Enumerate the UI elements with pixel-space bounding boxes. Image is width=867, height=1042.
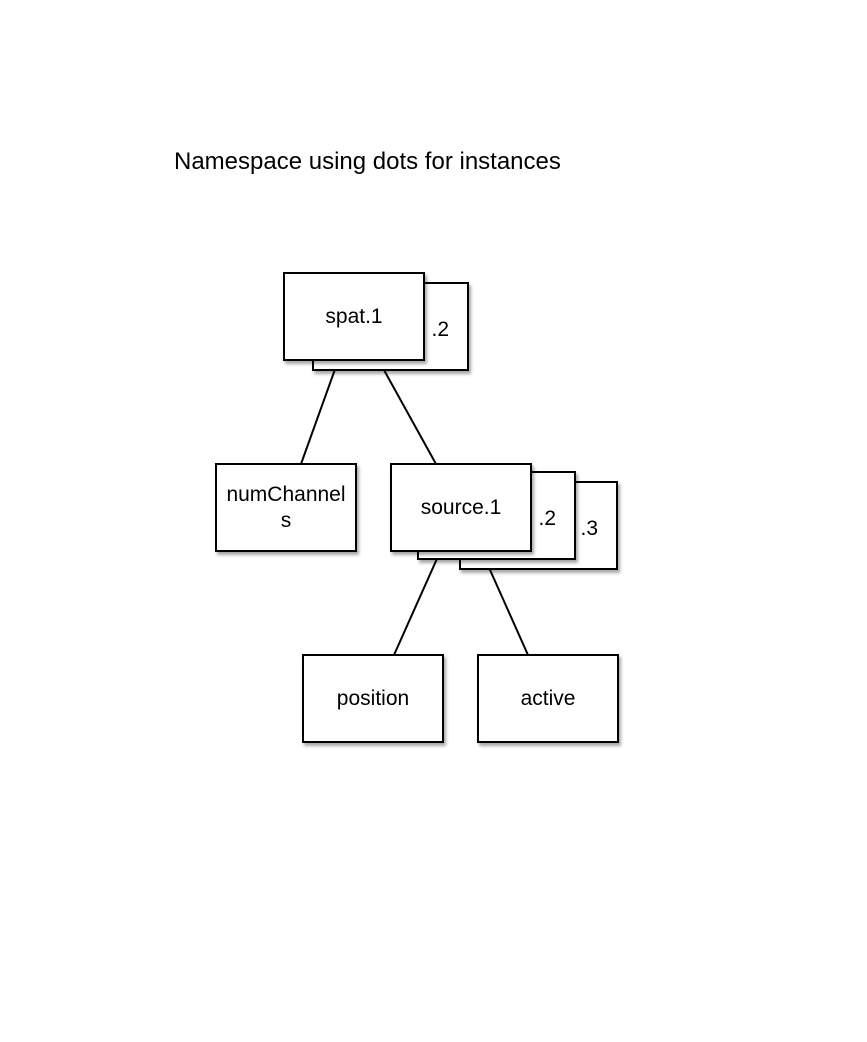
edge-source-position xyxy=(393,551,441,656)
edge-spat-source xyxy=(378,360,437,465)
diagram-title: Namespace using dots for instances xyxy=(174,148,561,175)
spat-instance-1-label: spat.1 xyxy=(325,304,383,328)
source-instance-3-label: .3 xyxy=(580,516,598,540)
position-box: position xyxy=(302,654,444,743)
source-instance-1-label: source.1 xyxy=(420,495,502,519)
spat-instance-1-box: spat.1 xyxy=(283,272,425,361)
source-instance-1-box: source.1 xyxy=(390,463,532,552)
num-channels-label: numChannels xyxy=(226,482,346,532)
source-instance-2-label: .2 xyxy=(538,506,556,530)
active-box: active xyxy=(477,654,619,743)
num-channels-box: numChannels xyxy=(215,463,357,552)
edge-spat-numchannels xyxy=(300,360,339,465)
spat-instance-2-label: .2 xyxy=(431,317,449,341)
position-label: position xyxy=(336,686,410,710)
active-label: active xyxy=(520,686,576,710)
